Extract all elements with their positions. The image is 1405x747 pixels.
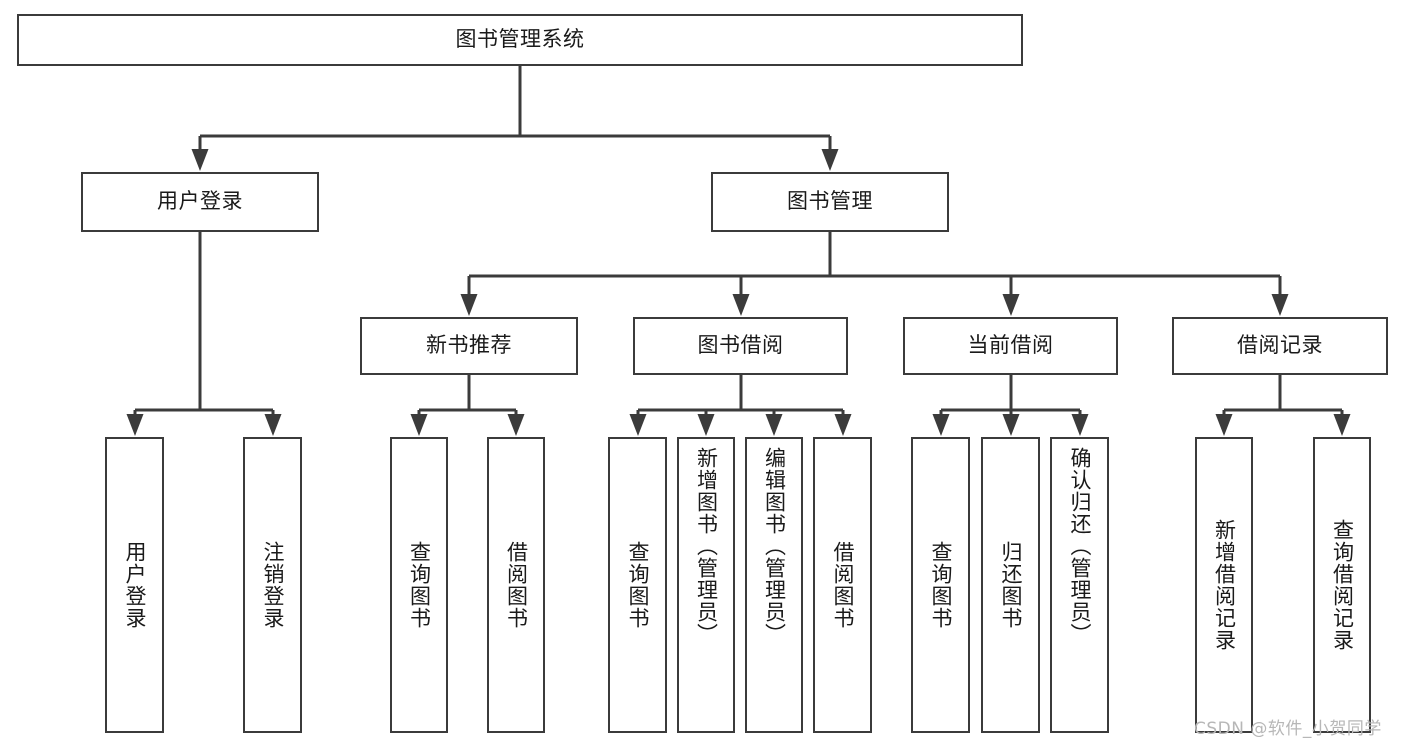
node-leaf-query-book-recommend[interactable]: 查询图书 — [390, 437, 448, 733]
arrow-head-leaf-add-borrow-record — [1215, 414, 1233, 436]
arrow-head-leaf-query-book-recommend — [410, 414, 428, 436]
node-book-management[interactable]: 图书管理 — [711, 172, 949, 232]
node-label-leaf-borrow-book: 借阅图书 — [830, 541, 855, 629]
arrow-head-leaf-borrow-book-recommend — [507, 414, 525, 436]
arrow-head-current-borrow — [1002, 294, 1020, 316]
node-label-leaf-query-book-recommend: 查询图书 — [407, 541, 432, 629]
arrow-head-leaf-query-book-borrow — [629, 414, 647, 436]
node-label-root: 图书管理系统 — [455, 27, 585, 52]
node-leaf-add-borrow-record[interactable]: 新增借阅记录 — [1195, 437, 1253, 733]
arrow-head-leaf-confirm-return — [1071, 414, 1089, 436]
node-leaf-logout-login[interactable]: 注销登录 — [243, 437, 302, 733]
node-new-book-recommend[interactable]: 新书推荐 — [360, 317, 578, 375]
arrow-head-leaf-query-book-current — [932, 414, 950, 436]
node-label-leaf-user-login: 用户登录 — [122, 541, 147, 629]
node-label-leaf-add-borrow-record: 新增借阅记录 — [1212, 519, 1237, 651]
node-label-leaf-return-book: 归还图书 — [998, 541, 1023, 629]
arrow-head-book-borrow — [732, 294, 750, 316]
arrow-head-leaf-query-borrow-record — [1333, 414, 1351, 436]
arrow-head-borrow-record — [1271, 294, 1289, 316]
arrow-head-book-management — [821, 149, 839, 171]
node-book-borrow[interactable]: 图书借阅 — [633, 317, 848, 375]
node-label-current-borrow: 当前借阅 — [967, 333, 1054, 358]
node-label-book-borrow: 图书借阅 — [697, 333, 784, 358]
node-label-leaf-logout-login: 注销登录 — [260, 541, 285, 629]
arrow-head-leaf-edit-book — [765, 414, 783, 436]
node-label-leaf-edit-book: 编辑图书（管理员） — [762, 447, 787, 645]
node-leaf-edit-book[interactable]: 编辑图书（管理员） — [745, 437, 803, 733]
node-user-login[interactable]: 用户登录 — [81, 172, 319, 232]
node-label-leaf-confirm-return: 确认归还（管理员） — [1067, 447, 1092, 645]
node-label-leaf-query-book-borrow: 查询图书 — [625, 541, 650, 629]
arrow-head-leaf-user-login — [126, 414, 144, 436]
node-leaf-return-book[interactable]: 归还图书 — [981, 437, 1040, 733]
arrow-head-leaf-return-book — [1002, 414, 1020, 436]
node-label-borrow-record: 借阅记录 — [1237, 333, 1323, 358]
node-label-leaf-query-borrow-record: 查询借阅记录 — [1330, 519, 1355, 651]
node-leaf-borrow-book[interactable]: 借阅图书 — [813, 437, 872, 733]
node-label-leaf-query-book-current: 查询图书 — [928, 541, 953, 629]
node-leaf-borrow-book-recommend[interactable]: 借阅图书 — [487, 437, 545, 733]
arrow-head-user-login — [191, 149, 209, 171]
arrow-head-new-book-recommend — [460, 294, 478, 316]
csdn-watermark: CSDN @软件_小贺同学 — [1194, 719, 1382, 739]
arrow-head-leaf-borrow-book — [834, 414, 852, 436]
node-label-leaf-borrow-book-recommend: 借阅图书 — [504, 541, 529, 629]
arrow-head-leaf-add-book — [697, 414, 715, 436]
connector-group — [126, 66, 1351, 436]
node-label-book-management: 图书管理 — [787, 189, 873, 214]
arrow-head-leaf-logout-login — [264, 414, 282, 436]
node-borrow-record[interactable]: 借阅记录 — [1172, 317, 1388, 375]
node-leaf-confirm-return[interactable]: 确认归还（管理员） — [1050, 437, 1109, 733]
node-current-borrow[interactable]: 当前借阅 — [903, 317, 1118, 375]
node-leaf-add-book[interactable]: 新增图书（管理员） — [677, 437, 735, 733]
node-leaf-query-borrow-record[interactable]: 查询借阅记录 — [1313, 437, 1371, 733]
node-label-new-book-recommend: 新书推荐 — [426, 333, 512, 358]
node-label-leaf-add-book: 新增图书（管理员） — [694, 447, 719, 645]
node-leaf-query-book-borrow[interactable]: 查询图书 — [608, 437, 667, 733]
node-label-user-login: 用户登录 — [157, 189, 243, 214]
node-root[interactable]: 图书管理系统 — [17, 14, 1023, 66]
node-leaf-user-login[interactable]: 用户登录 — [105, 437, 164, 733]
node-leaf-query-book-current[interactable]: 查询图书 — [911, 437, 970, 733]
